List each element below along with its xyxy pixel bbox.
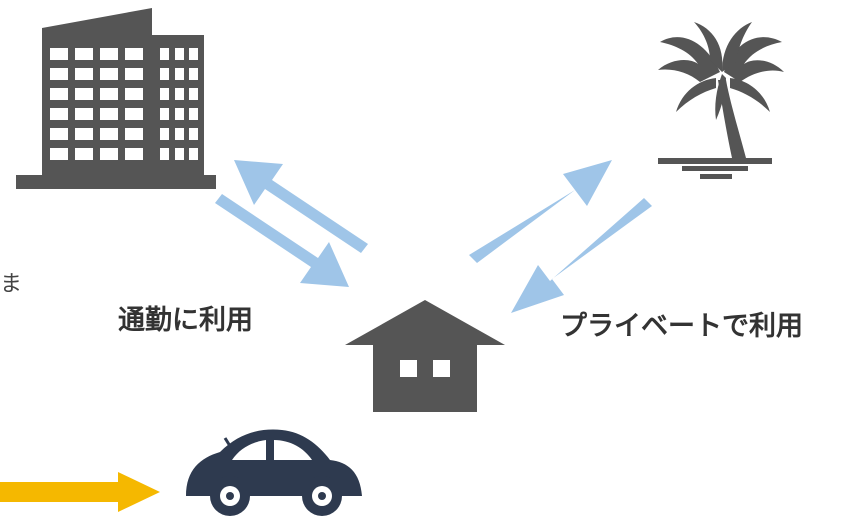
private-arrows (469, 160, 652, 313)
car-icon (186, 429, 362, 516)
yellow-arrow (0, 472, 160, 512)
cropped-text-fragment: ま (0, 272, 23, 297)
office-building-icon (16, 8, 216, 189)
commute-arrows (215, 160, 368, 287)
arrow-to-resort (469, 160, 612, 263)
private-use-label: プライベートで利用 (560, 311, 803, 342)
house-icon (345, 300, 505, 412)
arrow-to-office (234, 160, 368, 253)
arrow-to-home-right (511, 198, 652, 313)
palm-tree-icon (658, 22, 784, 179)
arrow-to-home (215, 194, 349, 287)
commute-label: 通勤に利用 (118, 305, 253, 336)
